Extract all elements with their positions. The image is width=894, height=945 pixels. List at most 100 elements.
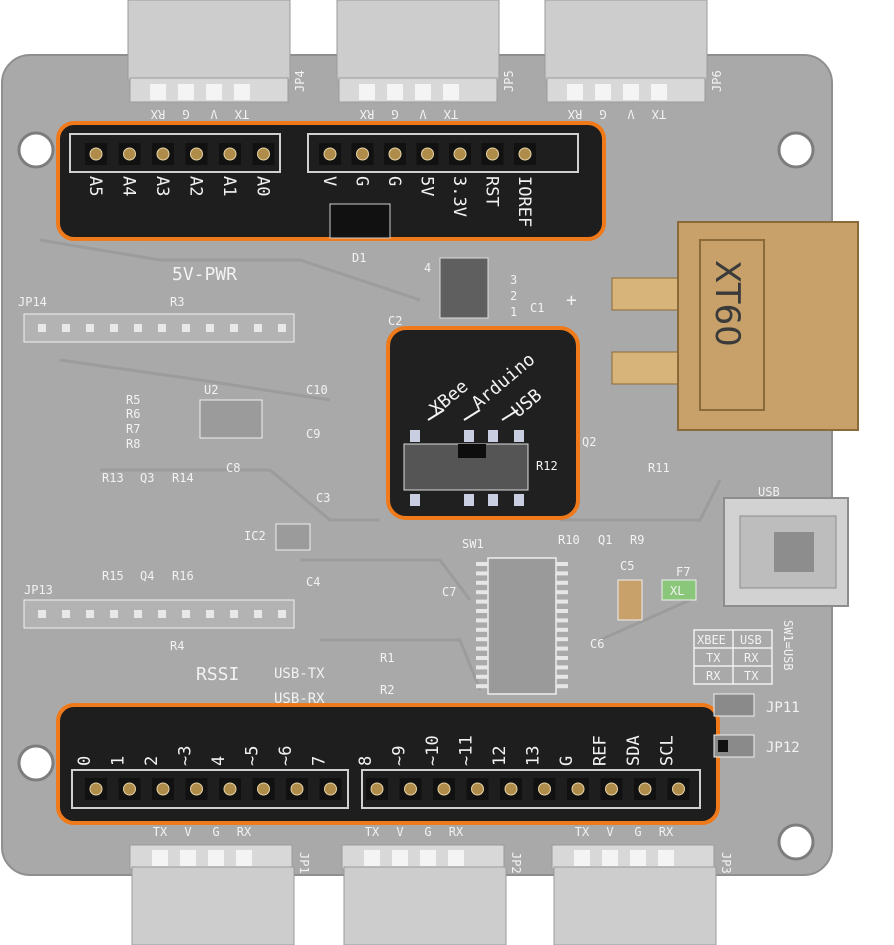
power-pin-hole-0 [323,147,337,161]
power-pin-hole-4 [453,147,467,161]
analog-pin-label-4: A1 [219,176,239,196]
digital-low-pin-hole-4 [223,782,237,796]
r5-label: R5 [126,393,140,407]
ic-leg-l-13 [476,684,488,689]
connector-jp5[interactable]: JP5 [336,0,516,103]
q1-label: Q1 [598,533,612,547]
ic-leg-l-2 [476,580,488,585]
analog-pin-label-3: A2 [186,176,206,196]
c1-label: C1 [530,301,544,315]
connector-jp1[interactable]: JP1 [129,844,311,945]
bottom-pin-labels-2-2: G [634,825,641,839]
r13-label: R13 [102,471,124,485]
switch-highlight: XBee Arduino USB R12 [386,326,580,520]
top-pin-labels-2-0: RX [567,107,582,121]
ic-leg-r-5 [556,609,568,613]
usb-connector[interactable] [723,497,849,607]
top-pin-labels-0-3: TX [234,107,249,121]
reg-pin2: 2 [510,289,517,303]
digital-low-pin-label-1: 1 [109,756,129,766]
r4-label: R4 [170,639,184,653]
strip-pin-0-3 [110,324,118,332]
digital-low-pin-hole-2 [156,782,170,796]
r15-label: R15 [102,569,124,583]
jp6-ref: JP6 [710,70,724,92]
jp4-ref: JP4 [293,70,307,92]
strip-pin-1-8 [230,610,238,618]
c10-label: C10 [306,383,328,397]
strip-pin-1-1 [62,610,70,618]
digital-high-pin-label-8: SDA [624,735,644,766]
ic2-label: IC2 [244,529,266,543]
analog-pin-label-1: A4 [119,176,139,196]
slide-switch-knob[interactable] [458,444,486,458]
digital-high-pin-label-5: 13 [524,746,544,766]
reg-pin3: 3 [510,273,517,287]
connector-jp6[interactable]: JP6 [544,0,724,103]
ic-leg-r-4 [556,599,568,604]
rssi-label: RSSI [196,664,239,685]
usb-label: USB [758,485,780,499]
c4-label: C4 [306,575,320,589]
strip-pin-0-8 [230,324,238,332]
r16-label: R16 [172,569,194,583]
digital-low-pin-hole-0 [89,782,103,796]
mounting-hole-tl [17,131,55,169]
power-pin-label-4: 3.3V [449,176,469,217]
r7-label: R7 [126,422,140,436]
digital-high-pin-hole-2 [437,782,451,796]
analog-pin-label-5: A0 [253,176,273,196]
r6-label: R6 [126,407,140,421]
xt60-connector[interactable]: XT60 [611,221,859,431]
table-r2c2: TX [744,669,759,683]
jp5-ref: JP5 [502,70,516,92]
strip-pin-1-4 [134,610,142,618]
table-r1c1: TX [706,651,721,665]
ic-leg-l-12 [476,674,488,679]
connector-jp4[interactable]: JP4 [127,0,307,103]
digital-high-pin-hole-5 [538,782,551,796]
jp11-label: JP11 [766,700,800,716]
digital-high-pin-hole-1 [404,782,417,796]
connector-jp2[interactable]: JP2 [341,844,523,945]
digital-low-pin-label-5: ~5 [243,746,263,766]
table-header-usb: USB [740,633,762,647]
digital-low-pin-hole-1 [123,782,136,796]
c9-label: C9 [306,427,320,441]
power-pin-label-3: 5V [417,176,437,196]
u2-label: U2 [204,383,218,397]
analog-pin-hole-1 [123,147,136,161]
fuse-text: XL [670,584,684,598]
c3-label: C3 [316,491,330,505]
jumper-jp11[interactable]: JP11 [713,693,800,717]
digital-high-pin-label-3: ~11 [457,735,477,766]
reg-pin4: 4 [424,261,431,275]
digital-low-pin-label-0: 0 [75,756,95,766]
jp14-label: JP14 [18,295,47,309]
cap-c5 [617,579,643,621]
power-pin-label-0: V [319,176,339,186]
jumper-jp12[interactable]: JP12 [713,734,800,758]
ic-leg-r-11 [556,665,568,670]
ic-leg-r-13 [556,684,568,689]
digital-high-pin-label-6: G [557,756,577,766]
sw1-label: SW1 [462,537,484,551]
top-pin-labels-0-2: V [210,107,217,121]
power-pin-label-2: G [384,176,404,186]
jp1-ref: JP1 [297,852,311,874]
q3-label: Q3 [140,471,154,485]
silkscreen-labels: 5V-PWR RSSI USB-TX USB-RX R3 R4 R1 R2 R5… [102,257,697,707]
c2-label: C2 [388,314,402,328]
analog-pin-hole-2 [156,147,170,161]
ic-leg-l-1 [476,571,488,576]
analog-pin-hole-3 [190,147,203,161]
top-pin-labels-2-1: G [599,107,606,121]
strip-pin-0-5 [158,324,166,332]
ic-leg-l-10 [476,656,488,660]
connector-jp3[interactable]: JP3 [551,844,733,945]
